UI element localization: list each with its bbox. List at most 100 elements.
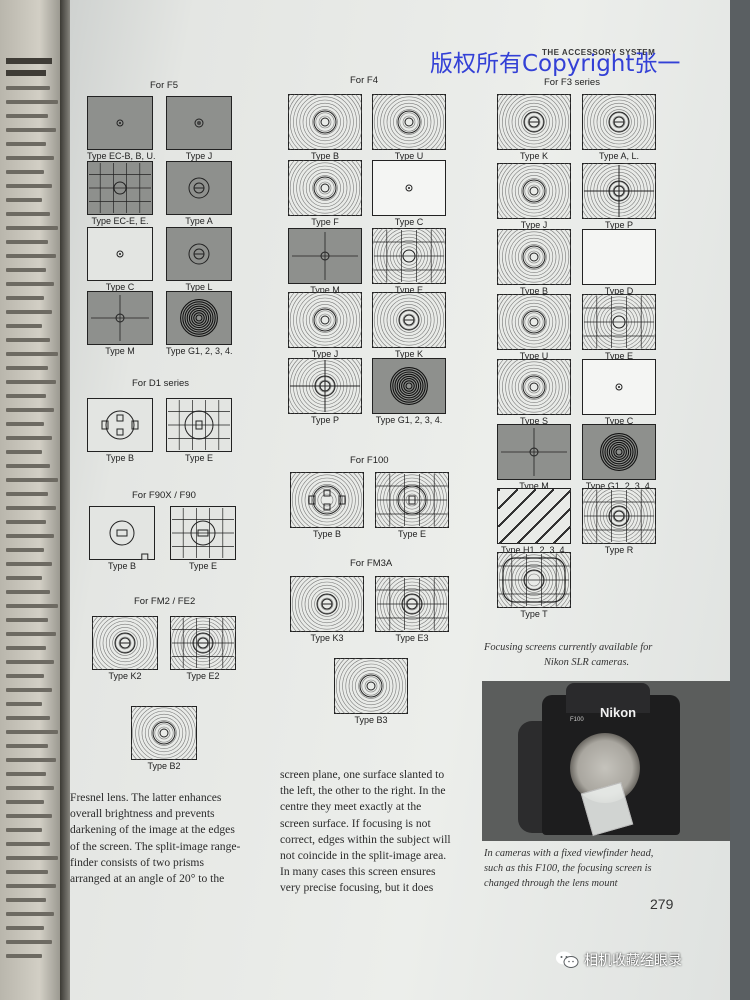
left-page-line (6, 856, 58, 860)
photo-caption-line: changed through the lens mount (484, 878, 618, 889)
focusing-screen-image (290, 576, 364, 632)
focusing-screen: Type G1, 2, 3, 4. (582, 424, 656, 491)
left-page-line (6, 730, 58, 734)
left-page-line (6, 562, 52, 566)
left-page-line (6, 422, 44, 426)
left-page-line (6, 520, 46, 524)
body-text-line: centre they meet exactly at the (280, 800, 422, 814)
left-page-line (6, 254, 56, 258)
left-page-line (6, 310, 52, 314)
focusing-screen-label: Type K (519, 151, 548, 161)
focusing-screen: Type B2 (131, 706, 197, 771)
camera-prism-head (566, 683, 650, 713)
left-page-line (6, 114, 48, 118)
focusing-screen: Type B (87, 398, 153, 463)
left-page-line (6, 450, 42, 454)
focusing-screen-label: Type G1, 2, 3, 4. (166, 346, 233, 356)
focusing-screen: Type U (497, 294, 571, 361)
left-page-line (6, 352, 58, 356)
left-page-line (6, 170, 44, 174)
focusing-screen-label: Type M (105, 346, 135, 356)
book-page: THE ACCESSORY SYSTEM 版权所有Copyright张一 For… (70, 0, 730, 1000)
left-page-line (6, 128, 56, 132)
focusing-screen-label: Type K2 (108, 671, 142, 681)
focusing-screen: Type C (87, 227, 153, 292)
section-title-f4: For F4 (350, 75, 378, 86)
focusing-screen-label: Type B3 (354, 715, 388, 725)
left-page-line (6, 478, 58, 482)
focusing-screen: Type P (288, 358, 362, 425)
body-text-line: In many cases this screen ensures (280, 865, 436, 879)
focusing-screen-label: Type K3 (310, 633, 344, 643)
focusing-screen-label: Type E (184, 453, 213, 463)
left-page-line (6, 604, 58, 608)
left-page-line (6, 338, 50, 342)
left-page-line (6, 366, 48, 370)
section-title-f90x: For F90X / F90 (132, 490, 196, 501)
focusing-screen: Type E2 (170, 616, 236, 681)
left-page-line (6, 912, 54, 916)
focusing-screen-label: Type E (604, 351, 633, 361)
left-page-line (6, 954, 42, 958)
focusing-screen-label: Type S (519, 416, 548, 426)
body-text-line: arranged at an angle of 20° to the (70, 872, 225, 886)
focusing-screen-label: Type B2 (147, 761, 181, 771)
focusing-screen-image (170, 506, 236, 560)
photo-caption-line: such as this F100, the focusing screen i… (484, 863, 652, 874)
focusing-screen-image (582, 424, 656, 480)
focusing-screen-image (288, 160, 362, 216)
focusing-screen-label: Type J (311, 349, 339, 359)
focusing-screen-image (131, 706, 197, 760)
body-text-line: overall brightness and prevents (70, 807, 215, 821)
body-text-line: correct, edges within the subject will (280, 832, 451, 846)
focusing-screen-label: Type E (394, 285, 423, 295)
left-page-line (6, 814, 52, 818)
focusing-screen-label: Type H1, 2, 3, 4. (500, 545, 568, 555)
focusing-screen-image (375, 576, 449, 632)
left-page-line (6, 212, 50, 216)
left-page-line (6, 618, 48, 622)
figure-caption: Focusing screens currently available for… (484, 640, 652, 670)
left-page-line (6, 786, 54, 790)
left-page-line (6, 674, 44, 678)
left-page-line (6, 240, 48, 244)
focusing-screen-image (582, 229, 656, 285)
left-page-line (6, 506, 56, 510)
left-page-line (6, 380, 56, 384)
body-text-line: not coincide in the split-image area. (280, 849, 447, 863)
left-page-line (6, 464, 50, 468)
body-text-line: the left, the other to the right. In the (280, 784, 446, 798)
focusing-screen: Type L (166, 227, 232, 292)
focusing-screen-label: Type P (310, 415, 339, 425)
focusing-screen: Type E (582, 294, 656, 361)
focusing-screen-image (372, 358, 446, 414)
focusing-screen-image (375, 472, 449, 528)
focusing-screen-image (582, 94, 656, 150)
left-page-line (6, 436, 52, 440)
focusing-screen: Type A (166, 161, 232, 226)
focusing-screen-label: Type K (394, 349, 423, 359)
focusing-screen-label: Type R (604, 545, 634, 555)
focusing-screen: Type K2 (92, 616, 158, 681)
figure-caption-line: Nikon SLR cameras. (544, 657, 630, 668)
focusing-screen-image (497, 552, 571, 608)
focusing-screen-label: Type B (312, 529, 341, 539)
focusing-screen: Type A, L. (582, 94, 656, 161)
focusing-screen-image (497, 94, 571, 150)
focusing-screen: Type U (372, 94, 446, 161)
section-title-d1: For D1 series (132, 378, 190, 389)
left-page-line (6, 548, 44, 552)
focusing-screen-image (372, 228, 446, 284)
focusing-screen: Type K3 (290, 576, 364, 643)
left-page-line (6, 394, 46, 398)
focusing-screen-image (87, 161, 153, 215)
focusing-screen-label: Type B (310, 151, 339, 161)
focusing-screen-image (288, 228, 362, 284)
focusing-screen-label: Type A (185, 216, 213, 226)
focusing-screen-label: Type E (188, 561, 217, 571)
photo-caption: In cameras with a fixed viewfinder head,… (484, 846, 653, 891)
focusing-screen: Type B (290, 472, 364, 539)
focusing-screen-image (290, 472, 364, 528)
focusing-screen-label: Type C (604, 416, 634, 426)
